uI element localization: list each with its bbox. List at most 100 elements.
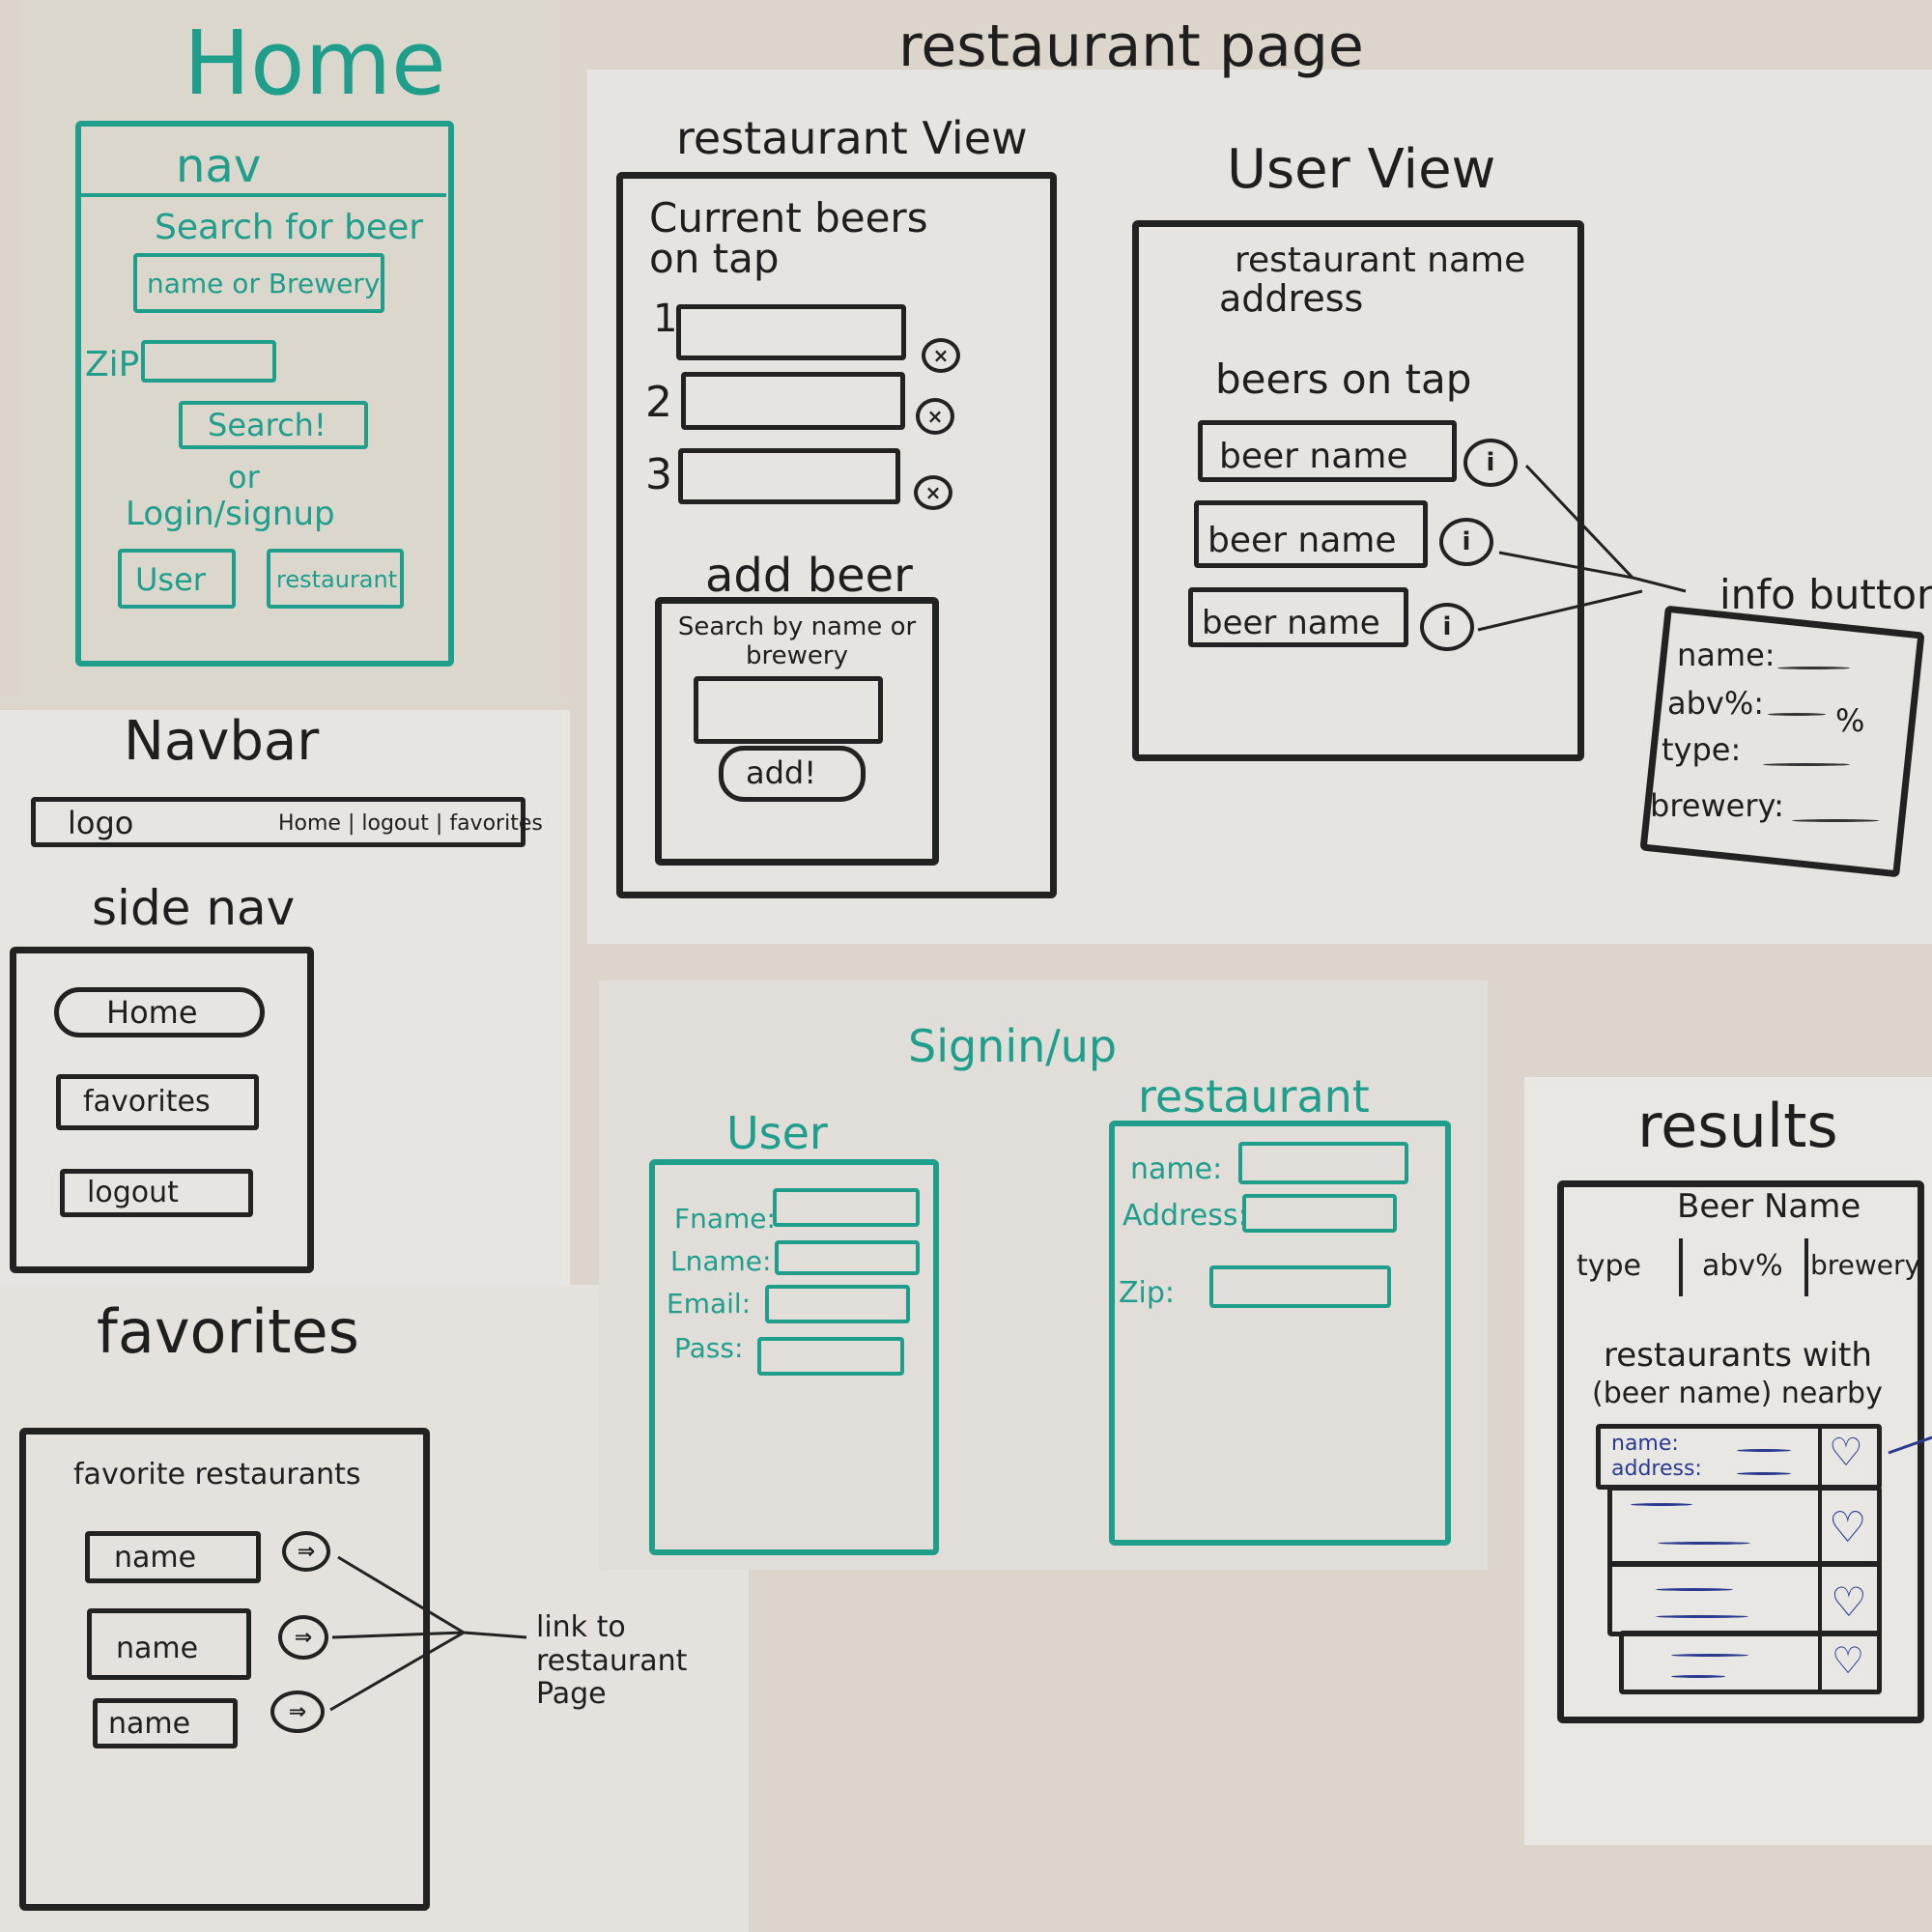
results-row-4-line-2 — [1671, 1675, 1725, 1678]
restaurant-address-input[interactable] — [1242, 1194, 1397, 1233]
info-connector-2 — [1498, 551, 1634, 580]
search-placeholder: name or Brewery — [147, 268, 381, 299]
favorite-item-2[interactable] — [87, 1608, 251, 1680]
favorite-item-1[interactable] — [85, 1531, 261, 1583]
results-row-3-line-1 — [1656, 1588, 1733, 1591]
info-field-abv: abv%: — [1667, 685, 1765, 722]
info-connector-3 — [1477, 589, 1643, 632]
beer-row-1-info-icon[interactable]: i — [1463, 439, 1518, 487]
tap-row-3-input[interactable] — [678, 448, 900, 504]
restaurant-view-title: restaurant View — [676, 112, 1028, 164]
beer-row-3-info-icon[interactable]: i — [1420, 603, 1474, 651]
info-field-type: type: — [1662, 731, 1742, 768]
results-row-3-line-2 — [1656, 1615, 1748, 1618]
results-col-brewery: brewery — [1810, 1249, 1921, 1281]
info-field-name-value — [1777, 667, 1850, 669]
search-button-label: Search! — [208, 407, 327, 443]
board-home — [19, 0, 560, 705]
navbar-links[interactable]: Home | logout | favorites — [278, 811, 543, 836]
tap-row-2-close-icon[interactable]: × — [916, 398, 954, 435]
favorite-item-2-label: name — [116, 1632, 199, 1665]
side-nav-title: side nav — [92, 880, 296, 936]
lname-input[interactable] — [775, 1240, 920, 1275]
home-title: Home — [184, 12, 446, 115]
beers-on-tap-heading: beers on tap — [1215, 355, 1472, 403]
restaurant-name-input[interactable] — [1238, 1142, 1408, 1184]
results-row-3-heart-icon[interactable]: ♡ — [1831, 1578, 1867, 1626]
results-col-abv: abv% — [1702, 1249, 1783, 1283]
beer-row-1-label: beer name — [1219, 437, 1408, 476]
signin-title: Signin/up — [908, 1020, 1118, 1072]
results-row-2-line-2 — [1658, 1542, 1750, 1545]
beer-row-1[interactable] — [1198, 420, 1457, 482]
add-beer-button[interactable] — [719, 746, 866, 802]
results-beer-name: Beer Name — [1677, 1187, 1861, 1226]
search-button[interactable] — [179, 401, 368, 449]
user-button[interactable] — [118, 549, 236, 609]
results-row-1-divider — [1818, 1428, 1822, 1486]
tap-row-3-close-icon[interactable]: × — [914, 475, 952, 510]
restaurant-zip-input[interactable] — [1209, 1265, 1391, 1308]
board-navbar — [0, 710, 570, 1290]
signin-restaurant-title: restaurant — [1138, 1070, 1370, 1122]
tap-row-1-close-icon[interactable]: × — [922, 338, 960, 373]
info-field-abv-value — [1768, 713, 1826, 716]
signin-restaurant-name-label: name: — [1130, 1152, 1223, 1186]
results-row-4-heart-icon[interactable]: ♡ — [1832, 1639, 1865, 1682]
beer-row-3[interactable] — [1188, 587, 1408, 647]
favorites-annotation: link to restaurant Page — [536, 1610, 688, 1711]
signin-user-title: User — [726, 1107, 828, 1159]
zip-input[interactable] — [141, 340, 276, 383]
info-field-abv-percent: % — [1835, 702, 1865, 739]
results-row-1-heart-icon[interactable]: ♡ — [1829, 1431, 1863, 1475]
home-search-heading: Search for beer — [155, 208, 424, 247]
favorites-heading: favorite restaurants — [73, 1458, 361, 1492]
results-col-divider-1 — [1679, 1238, 1683, 1296]
current-beers-heading: Current beers on tap — [649, 194, 928, 282]
favorite-link-1-icon[interactable]: ⇒ — [282, 1531, 330, 1572]
email-input[interactable] — [765, 1285, 910, 1323]
favorites-connector-1 — [337, 1555, 527, 1639]
results-subheading: (beer name) nearby — [1592, 1377, 1883, 1410]
results-row-4[interactable] — [1619, 1631, 1882, 1694]
results-row-2-line-1 — [1631, 1503, 1692, 1506]
user-button-label: User — [135, 561, 206, 598]
navbar-logo: logo — [68, 805, 134, 841]
favorites-connector-2 — [331, 1631, 465, 1639]
signin-user-fname-label: Fname: — [674, 1203, 776, 1235]
results-row-2-heart-icon[interactable]: ♡ — [1829, 1503, 1867, 1552]
signin-user-email-label: Email: — [667, 1288, 752, 1320]
results-row-2-divider — [1818, 1490, 1822, 1563]
side-nav-home-label: Home — [106, 994, 198, 1031]
beer-row-2[interactable] — [1194, 500, 1428, 568]
side-nav-logout[interactable] — [60, 1169, 253, 1217]
add-beer-search-input[interactable] — [694, 676, 883, 744]
side-nav-favorites[interactable] — [56, 1074, 259, 1130]
password-input[interactable] — [757, 1337, 904, 1376]
fname-input[interactable] — [773, 1188, 920, 1227]
user-view-restaurant-name: restaurant name — [1235, 241, 1526, 280]
info-field-type-value — [1763, 763, 1850, 766]
home-frame — [75, 121, 454, 667]
navbar-bar — [31, 797, 526, 847]
results-title: results — [1637, 1091, 1838, 1161]
favorite-item-3-label: name — [108, 1707, 191, 1741]
results-heart-pointer — [1888, 1435, 1932, 1455]
favorite-link-2-icon[interactable]: ⇒ — [278, 1615, 328, 1660]
tap-row-1-input[interactable] — [676, 304, 906, 360]
search-input[interactable] — [133, 253, 384, 313]
favorite-link-3-icon[interactable]: ⇒ — [270, 1690, 325, 1733]
results-row-3-divider — [1818, 1565, 1822, 1633]
info-field-brewery: brewery: — [1650, 787, 1784, 824]
zip-label: ZiP — [85, 345, 140, 384]
restaurant-button[interactable] — [267, 549, 404, 609]
results-heading: restaurants with — [1604, 1336, 1872, 1375]
side-nav-home[interactable] — [54, 987, 265, 1037]
favorites-frame — [19, 1428, 430, 1911]
favorite-item-3[interactable] — [93, 1698, 238, 1748]
results-row-4-line-1 — [1671, 1654, 1748, 1657]
signin-restaurant-zip-label: Zip: — [1119, 1276, 1176, 1310]
beer-row-2-info-icon[interactable]: i — [1439, 518, 1493, 566]
tap-row-2-input[interactable] — [681, 372, 905, 430]
results-row-1-address: address: — [1611, 1457, 1702, 1481]
